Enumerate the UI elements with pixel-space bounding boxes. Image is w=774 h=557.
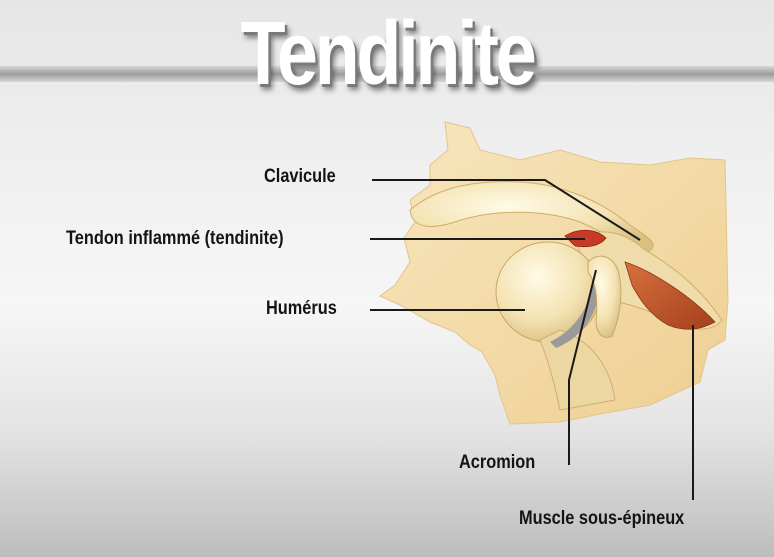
label-tendon: Tendon inflammé (tendinite) (66, 228, 284, 250)
label-muscle: Muscle sous-épineux (519, 508, 684, 530)
label-acromion: Acromion (459, 452, 535, 474)
label-humerus: Humérus (266, 298, 337, 320)
label-clavicule: Clavicule (264, 166, 336, 188)
